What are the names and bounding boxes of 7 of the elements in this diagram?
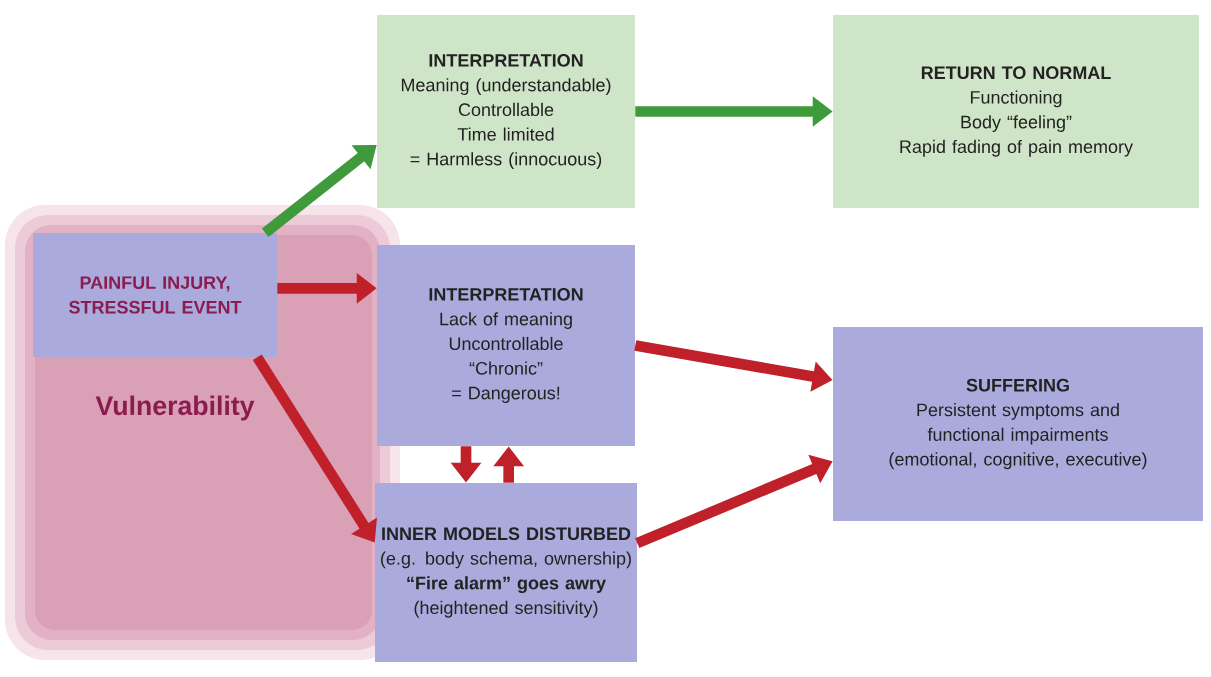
process-box: SUFFERING Persistent symptoms and functional impairments (emotional, cognitive, executive) [833,327,1203,521]
process-box: PAINFUL INJURY, STRESSFUL EVENT [33,233,277,357]
process-box: INTERPRETATION Meaning (understandable) Controllable Time limited = Harmless (innocuous) [377,15,635,208]
process-box: INNER MODELS DISTURBED (e.g. body schema, ownership) “Fire alarm” goes awry (heightened sensitivity) [375,483,637,662]
process-box: INTERPRETATION Lack of meaning Uncontrollable “Chronic” = Dangerous! [377,245,635,446]
text-label: Vulnerability [95,395,255,421]
process-box: RETURN TO NORMAL Functioning Body “feeling” Rapid fading of pain memory [833,15,1199,208]
